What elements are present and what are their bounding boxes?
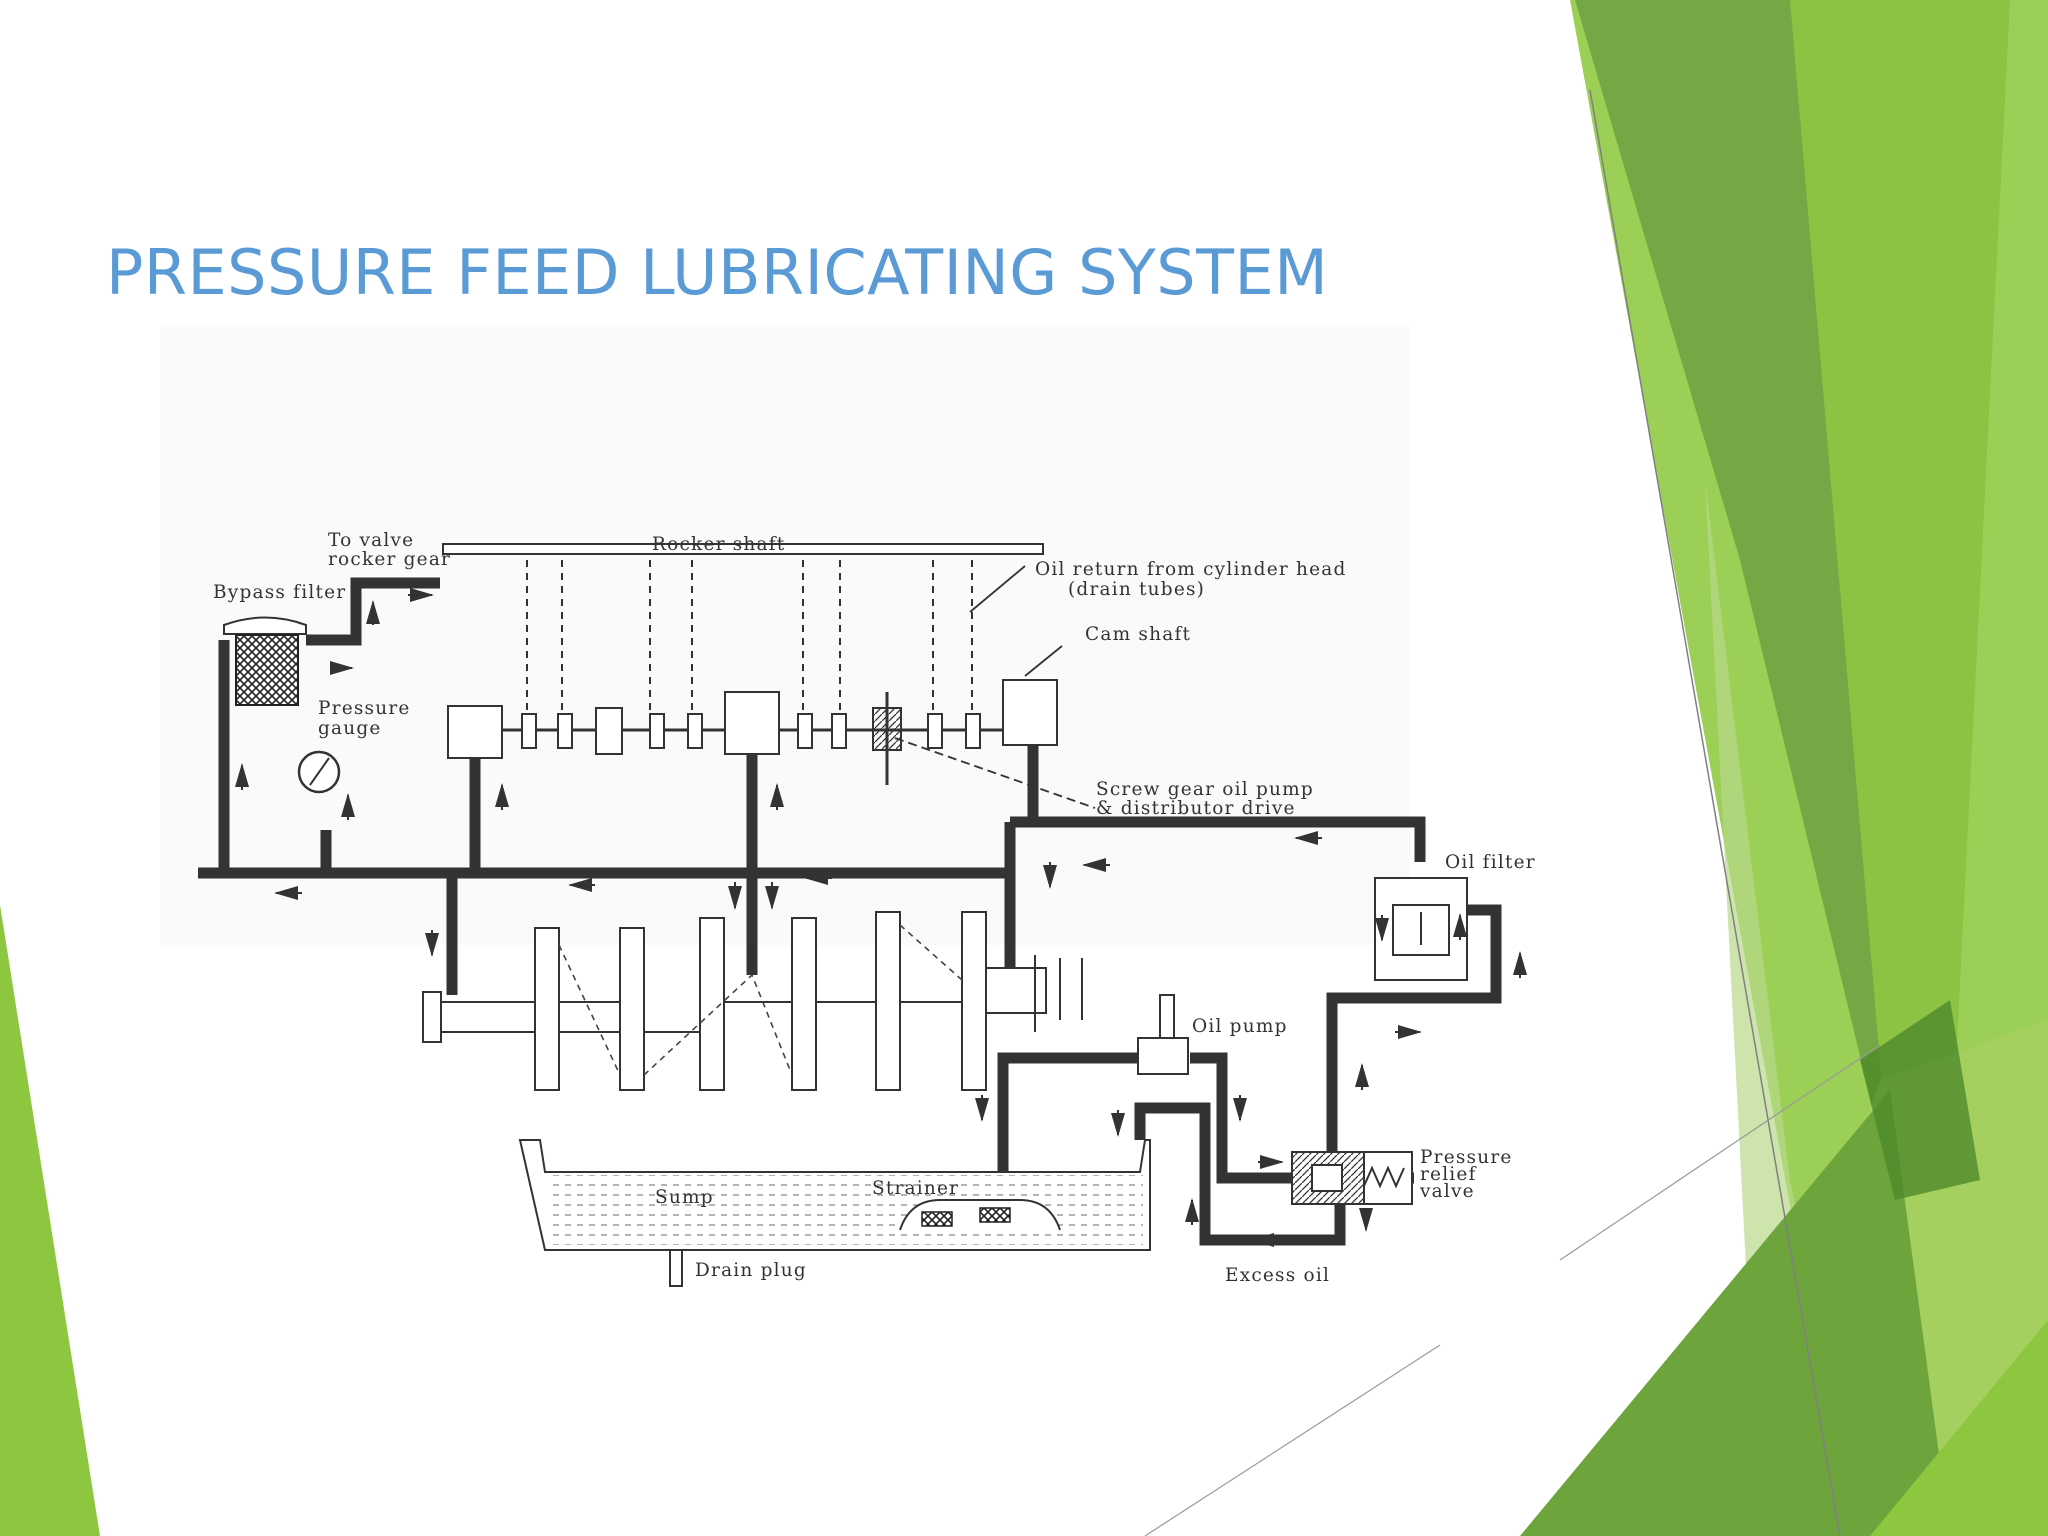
label-drain-plug: Drain plug <box>695 1260 807 1281</box>
label-rocker-gear: rocker gear <box>328 549 451 570</box>
slide-title: PRESSURE FEED LUBRICATING SYSTEM <box>106 236 1329 309</box>
label-pressure-relief: Pressure <box>1420 1147 1513 1168</box>
label-strainer: Strainer <box>872 1178 959 1199</box>
label-cam-shaft: Cam shaft <box>1085 624 1191 645</box>
label-gauge: gauge <box>318 718 382 739</box>
label-screw-gear: Screw gear oil pump <box>1096 779 1314 800</box>
label-sump: Sump <box>655 1187 714 1208</box>
label-oil-pump: Oil pump <box>1192 1016 1288 1037</box>
label-oil-return: Oil return from cylinder head <box>1035 559 1347 580</box>
label-drain-tubes: (drain tubes) <box>1068 579 1205 600</box>
label-relief: relief <box>1420 1164 1477 1185</box>
label-rocker-shaft: Rocker shaft <box>652 534 785 555</box>
label-excess-oil: Excess oil <box>1225 1265 1330 1286</box>
label-distributor-drive: & distributor drive <box>1096 798 1296 819</box>
label-to-valve: To valve <box>328 530 414 551</box>
label-bypass-filter: Bypass filter <box>213 582 346 603</box>
label-valve: valve <box>1419 1181 1475 1202</box>
label-pressure-gauge: Pressure <box>318 698 411 719</box>
label-oil-filter: Oil filter <box>1445 852 1536 873</box>
